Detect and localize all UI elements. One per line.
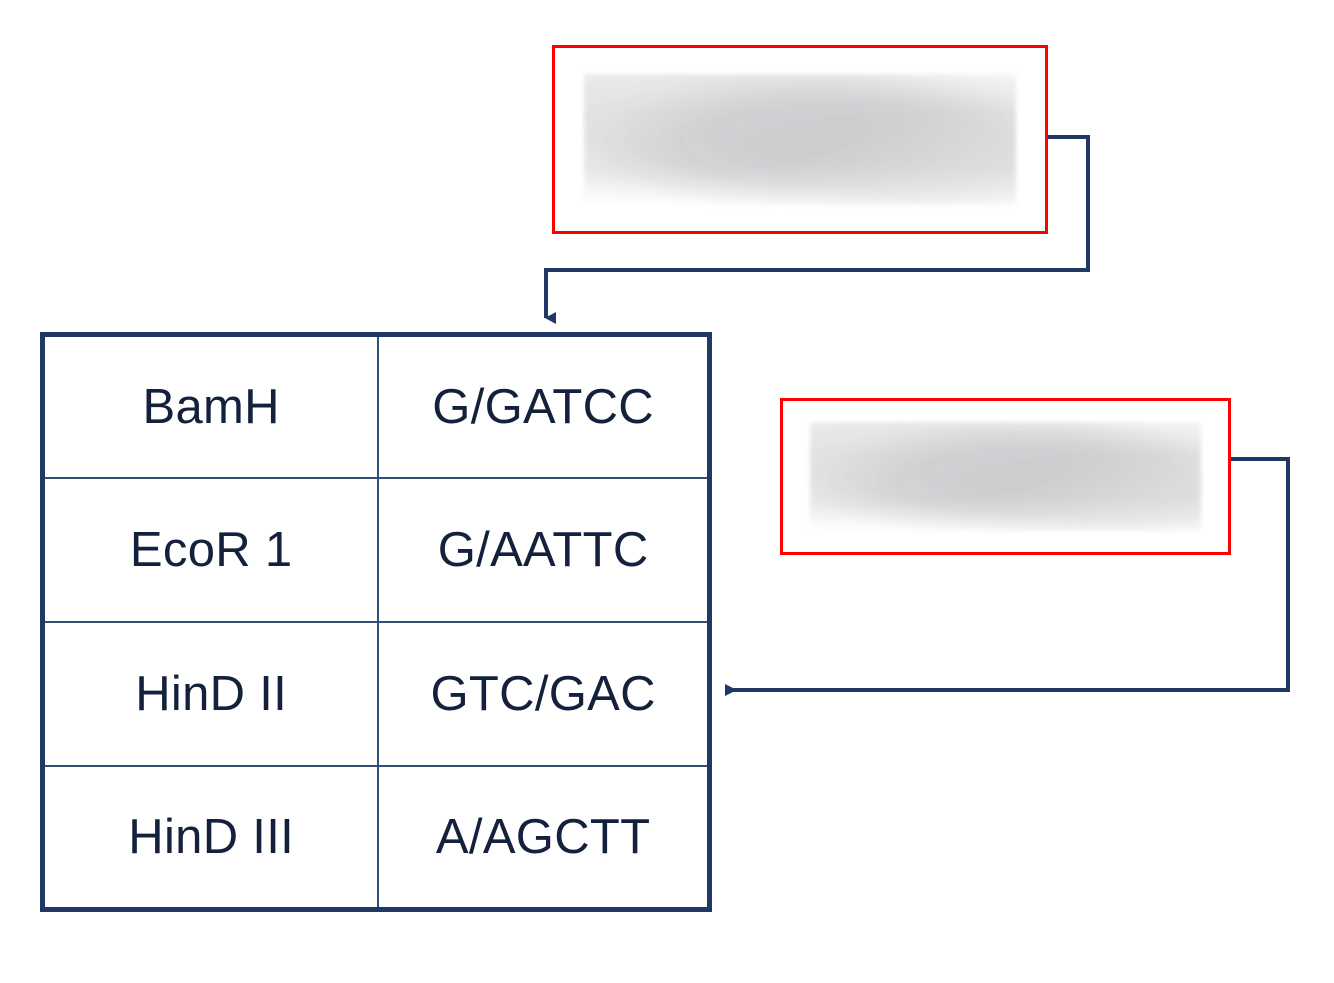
table-row: EcoR 1 G/AATTC [45,477,707,623]
redacted-text-smudge [584,73,1016,206]
cell-enzyme-name: EcoR 1 [45,477,380,623]
table-row: HinD II GTC/GAC [45,620,707,767]
cell-enzyme-name: BamH [45,337,380,480]
restriction-enzyme-table: BamH G/GATCC EcoR 1 G/AATTC HinD II GTC/… [40,332,712,912]
cell-enzyme-sequence: A/AGCTT [377,764,707,907]
callout-top-box[interactable] [552,45,1048,234]
cell-enzyme-name: HinD III [45,764,380,907]
cell-enzyme-name: HinD II [45,620,380,767]
table-row: HinD III A/AGCTT [45,764,707,907]
callout-right-box[interactable] [780,398,1231,555]
table-row: BamH G/GATCC [45,337,707,480]
redacted-text-smudge [809,422,1202,531]
cell-enzyme-sequence: G/GATCC [377,337,707,480]
cell-enzyme-sequence: G/AATTC [377,477,707,623]
cell-enzyme-sequence: GTC/GAC [377,620,707,767]
